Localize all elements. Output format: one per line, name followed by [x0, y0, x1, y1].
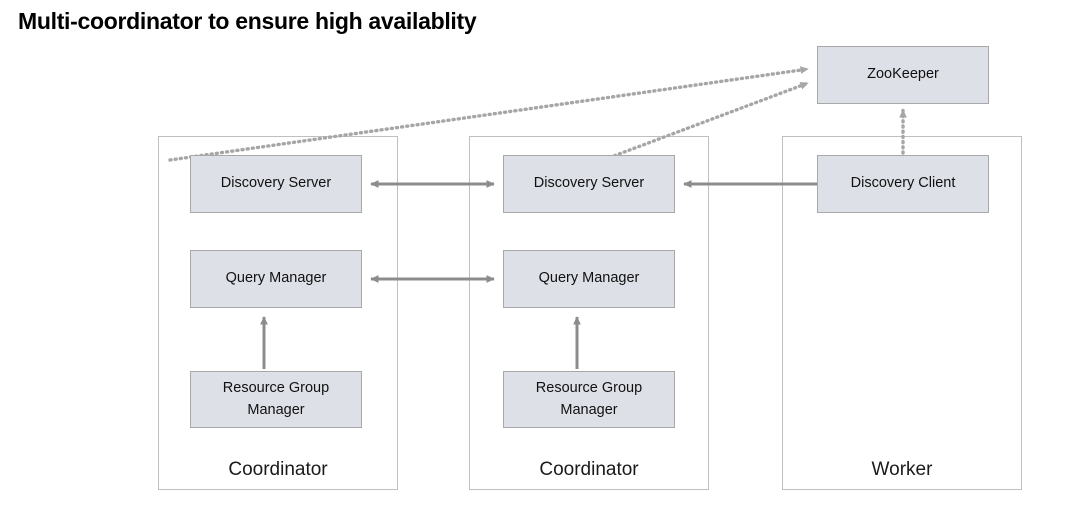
node-label-resource-group-manager-1: Resource Group Manager [222, 380, 330, 418]
node-discovery-server-1[interactable]: Discovery Server [190, 155, 362, 213]
node-discovery-client[interactable]: Discovery Client [817, 155, 989, 213]
node-label-discovery-client: Discovery Client [850, 175, 956, 192]
node-zookeeper[interactable]: ZooKeeper [817, 46, 989, 104]
group-label-worker: Worker [871, 459, 933, 480]
node-label-zookeeper: ZooKeeper [867, 66, 939, 83]
node-label-resource-group-manager-2: Resource Group Manager [535, 380, 643, 418]
group-label-coordinator-2: Coordinator [539, 459, 639, 480]
node-label-discovery-server-2: Discovery Server [533, 175, 645, 192]
node-query-manager-1[interactable]: Query Manager [190, 250, 362, 308]
node-resource-group-manager-1[interactable]: Resource Group Manager [190, 371, 362, 428]
node-label-query-manager-2: Query Manager [538, 270, 640, 287]
node-label-query-manager-1: Query Manager [225, 270, 327, 287]
node-label-discovery-server-1: Discovery Server [220, 175, 332, 192]
page-title: Multi-coordinator to ensure high availab… [18, 8, 477, 34]
node-resource-group-manager-2[interactable]: Resource Group Manager [503, 371, 675, 428]
node-query-manager-2[interactable]: Query Manager [503, 250, 675, 308]
group-label-coordinator-1: Coordinator [228, 459, 328, 480]
node-discovery-server-2[interactable]: Discovery Server [503, 155, 675, 213]
